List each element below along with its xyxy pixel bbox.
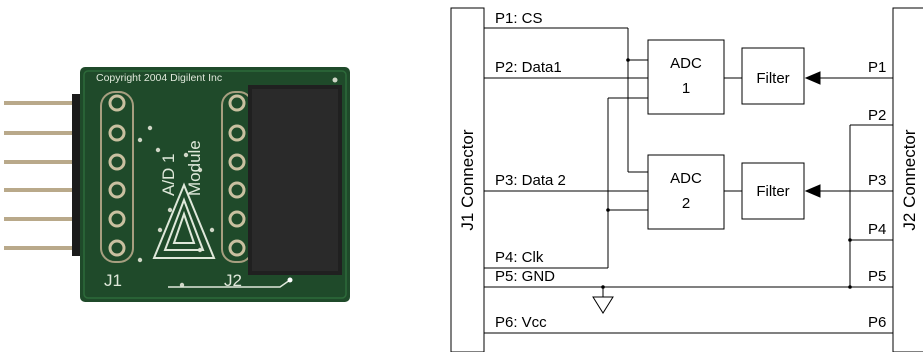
j1-pin-3-label: P3: Data 2 xyxy=(495,172,566,189)
adc1-block xyxy=(647,39,725,115)
vias xyxy=(137,77,338,288)
filter2-label: Filter xyxy=(756,183,789,200)
pcb-trace xyxy=(168,279,291,288)
header-pins xyxy=(4,101,78,250)
module-type-silkscreen: Module xyxy=(185,140,204,196)
block-diagram xyxy=(450,7,923,352)
adc1-number: 1 xyxy=(682,80,690,97)
j2-pin-6-label: P6 xyxy=(868,314,886,331)
j2-silkscreen-label: J2 xyxy=(224,271,242,290)
j1-pin-1-label: P1: CS xyxy=(495,10,543,27)
copyright-silkscreen: Copyright 2004 Digilent Inc xyxy=(96,72,222,84)
filter1-label: Filter xyxy=(756,70,789,87)
j2-pin-2-label: P2 xyxy=(868,107,886,124)
junction-dots xyxy=(601,58,852,289)
j1-connector-label: J1 Connector xyxy=(458,129,477,230)
filter1-block xyxy=(741,47,805,105)
adc2-title: ADC xyxy=(670,170,702,187)
arrow-p1-filter1 xyxy=(804,71,821,85)
ground-symbol xyxy=(592,287,614,314)
j1-connector-box xyxy=(450,7,485,352)
j1-pin-6-label: P6: Vcc xyxy=(495,314,547,331)
j2-connector-label: J2 Connector xyxy=(900,129,919,230)
j1-pads xyxy=(100,91,134,263)
module-photo: Copyright 2004 Digilent Inc xyxy=(4,67,350,302)
j2-pin-4-label: P4 xyxy=(868,221,886,238)
j2-pin-3-label: P3 xyxy=(868,172,886,189)
j1-pin-4-label: P4: Clk xyxy=(495,249,544,266)
adc2-block xyxy=(647,154,725,230)
j2-pin-5-label: P5 xyxy=(868,268,886,285)
arrow-p3-filter2 xyxy=(804,184,821,198)
j1-pin-2-label: P2: Data1 xyxy=(495,59,562,76)
adc1-title: ADC xyxy=(670,55,702,72)
j1-pin-5-label: P5: GND xyxy=(495,268,555,285)
adc2-number: 2 xyxy=(682,195,690,212)
j2-connector-box xyxy=(892,7,923,352)
module-name-silkscreen: A/D 1 xyxy=(159,153,178,196)
j1-silkscreen-label: J1 xyxy=(104,271,122,290)
j2-pin-1-label: P1 xyxy=(868,59,886,76)
digilent-logo xyxy=(152,182,216,259)
filter2-block xyxy=(741,162,805,220)
